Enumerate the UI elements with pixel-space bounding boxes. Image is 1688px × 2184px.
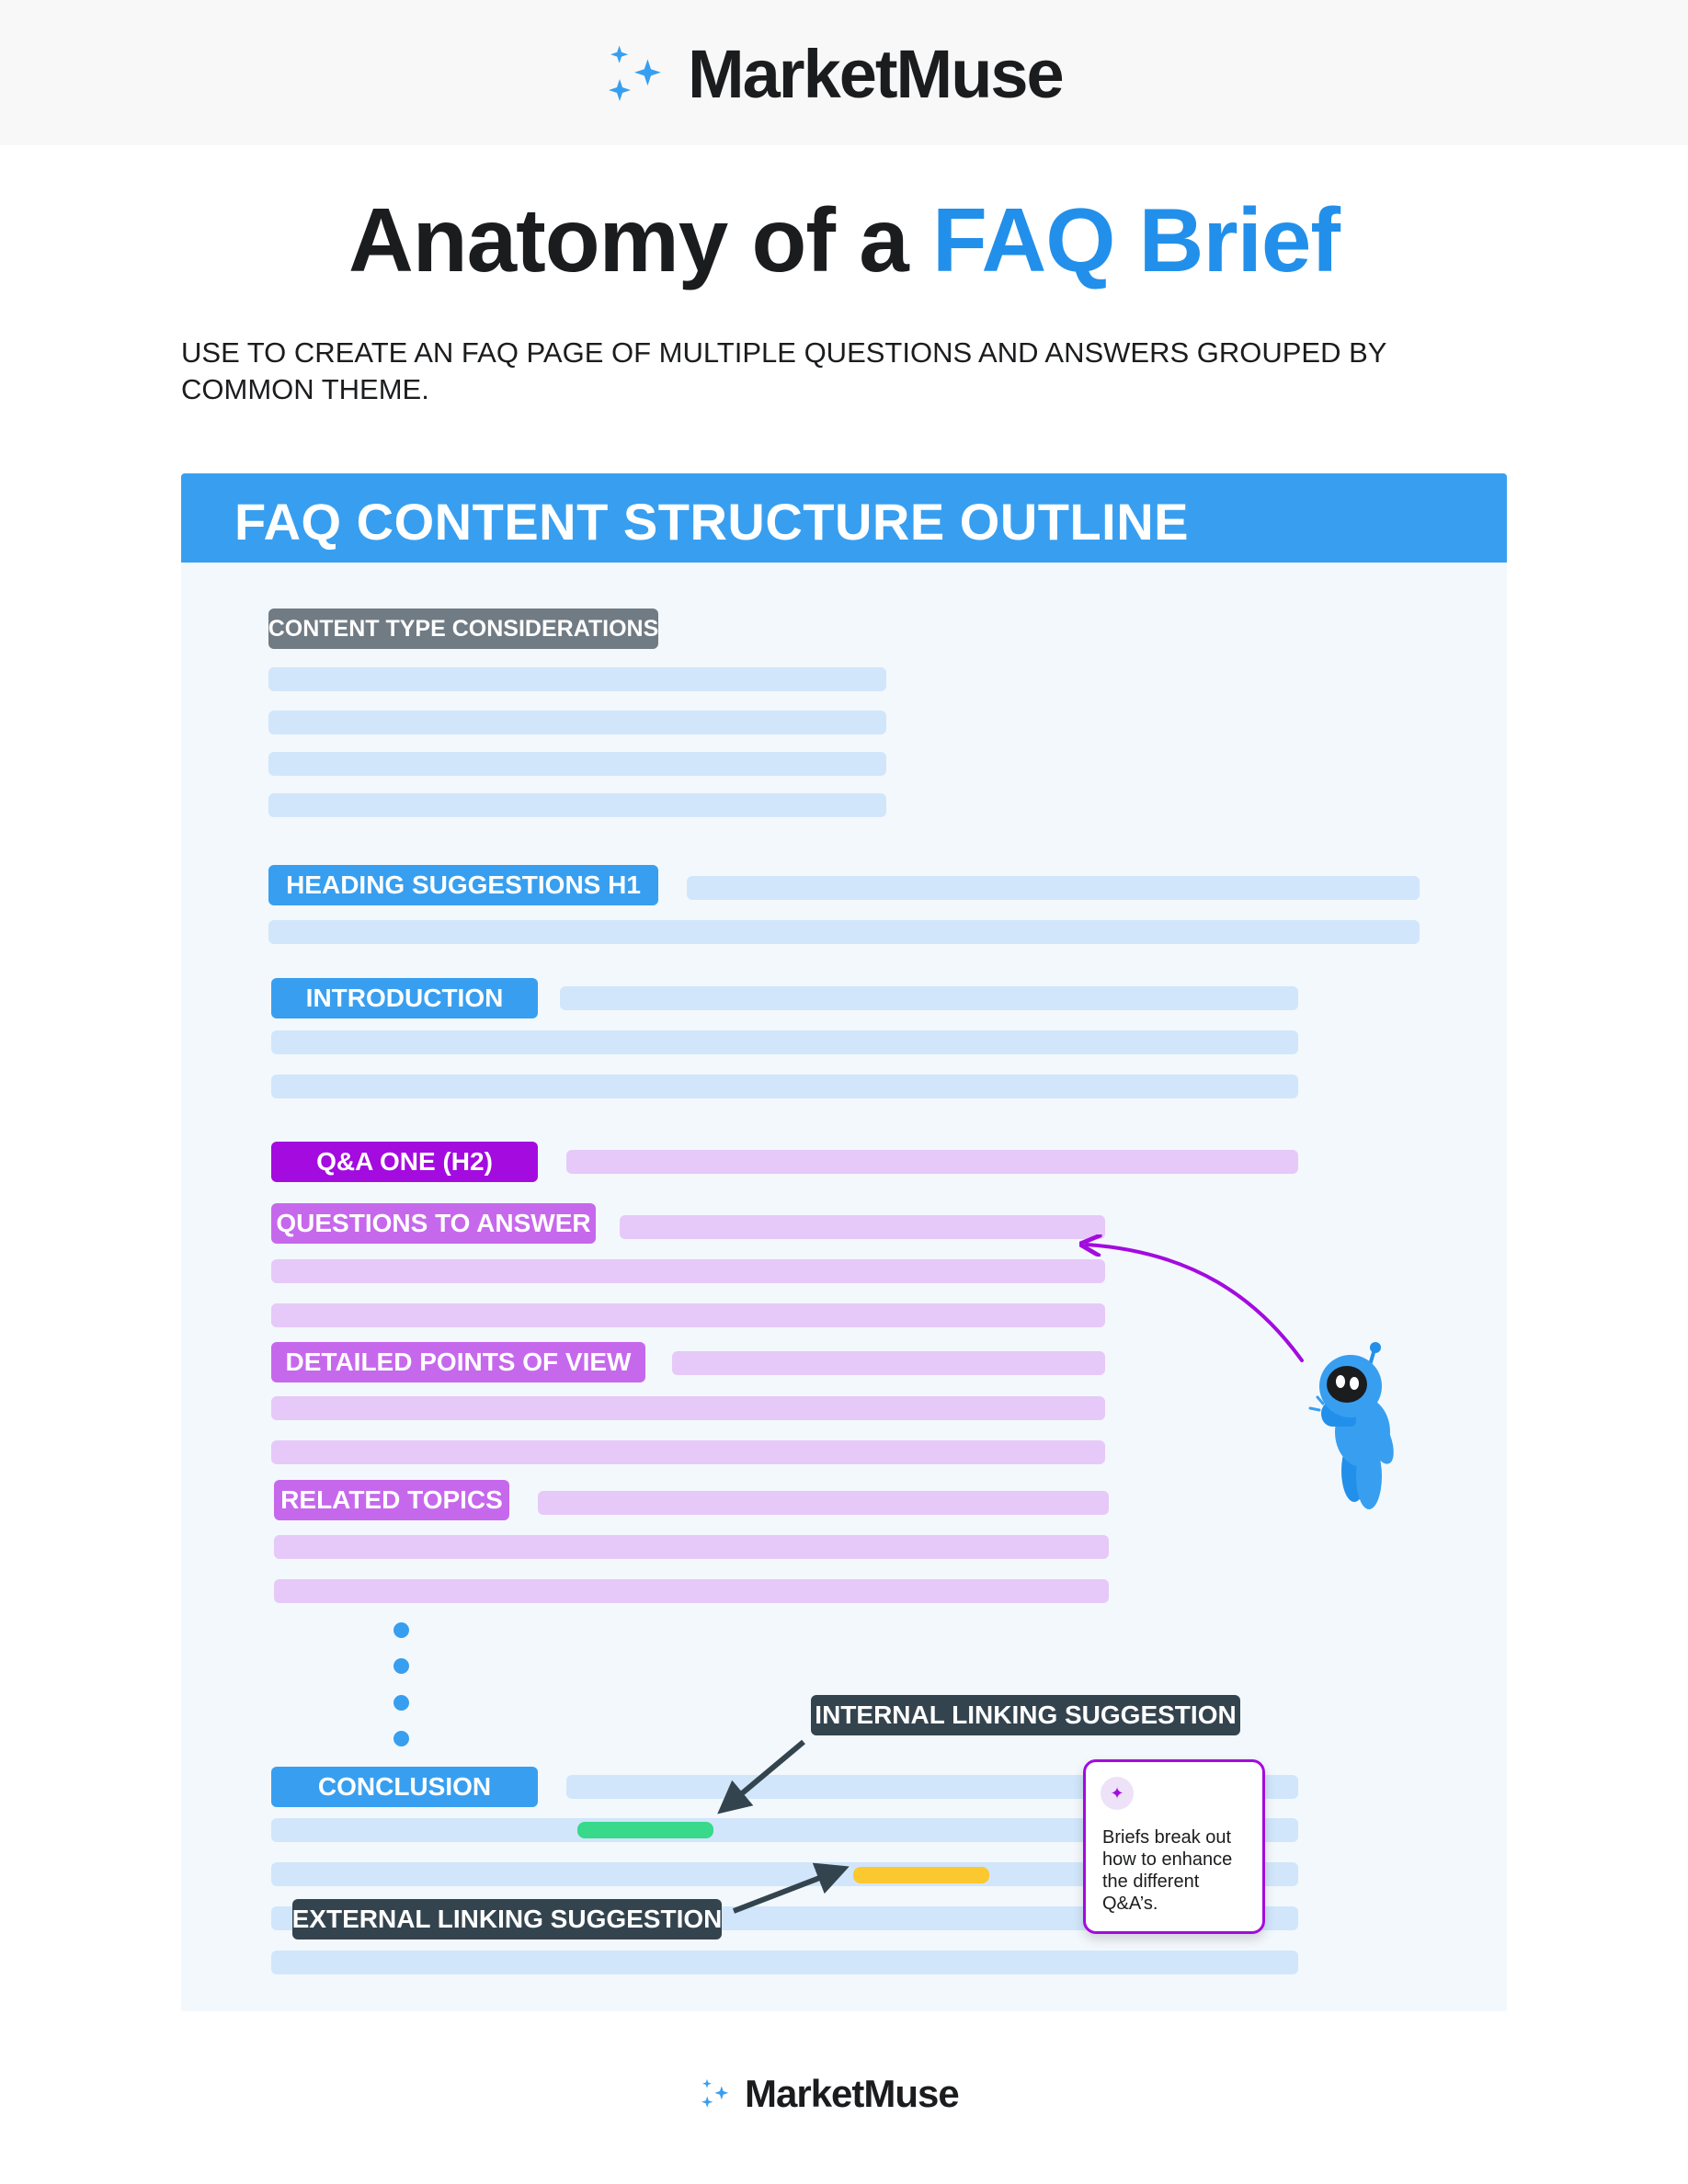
page-subtitle: USE TO CREATE AN FAQ PAGE OF MULTIPLE QU…	[181, 336, 1386, 405]
callout-arrow	[1087, 1245, 1304, 1362]
placeholder-line	[271, 1259, 1105, 1283]
placeholder-line	[620, 1215, 1105, 1239]
title-highlight: FAQ Brief	[932, 189, 1340, 290]
tag-points-of-view: DETAILED POINTS OF VIEW	[271, 1342, 645, 1382]
title-prefix: Anatomy of a	[348, 189, 932, 290]
footer-brand-name: MarketMuse	[745, 2072, 960, 2115]
placeholder-line	[271, 1075, 1298, 1098]
outline-panel: CONTENT TYPE CONSIDERATIONS HEADING SUGG…	[181, 563, 1507, 2011]
tag-introduction: INTRODUCTION	[271, 978, 538, 1018]
placeholder-line	[271, 1303, 1105, 1327]
external-link-arrow	[732, 1862, 850, 1914]
header-band	[0, 0, 1688, 145]
placeholder-line	[268, 752, 886, 776]
brand-name: MarketMuse	[688, 36, 1065, 112]
continuation-dot	[393, 1695, 409, 1711]
outline-heading: FAQ CONTENT STRUCTURE OUTLINE	[234, 493, 1190, 551]
placeholder-line	[268, 667, 886, 691]
placeholder-line	[560, 986, 1298, 1010]
placeholder-line	[271, 1396, 1105, 1420]
header-logo: MarketMuse	[607, 35, 1065, 113]
continuation-dot	[393, 1622, 409, 1638]
placeholder-line	[538, 1491, 1109, 1515]
external-link-highlight	[853, 1867, 989, 1883]
tag-related-topics: RELATED TOPICS	[274, 1480, 509, 1520]
sparkles-icon: ✦	[1101, 1777, 1134, 1810]
footer-logo: MarketMuse	[701, 2072, 960, 2116]
placeholder-line	[687, 876, 1420, 900]
internal-link-highlight	[577, 1822, 713, 1838]
placeholder-line	[672, 1351, 1105, 1375]
page-title: Anatomy of a FAQ Brief	[0, 188, 1688, 292]
placeholder-line	[274, 1535, 1109, 1559]
tag-heading-suggestions: HEADING SUGGESTIONS H1	[268, 865, 658, 905]
callout-text: Briefs break out how to enhance the diff…	[1102, 1827, 1233, 1914]
tag-qa-one: Q&A ONE (H2)	[271, 1142, 538, 1182]
placeholder-line	[268, 711, 886, 734]
placeholder-line	[271, 1951, 1298, 1974]
continuation-dot	[393, 1658, 409, 1674]
tag-internal-linking: INTERNAL LINKING SUGGESTION	[811, 1695, 1240, 1735]
tag-conclusion: CONCLUSION	[271, 1767, 538, 1807]
placeholder-line	[271, 1440, 1105, 1464]
placeholder-line	[268, 920, 1420, 944]
placeholder-line	[274, 1579, 1109, 1603]
outline-banner: FAQ CONTENT STRUCTURE OUTLINE	[181, 473, 1507, 563]
placeholder-line	[566, 1150, 1298, 1174]
continuation-dot	[393, 1731, 409, 1746]
sparkles-icon	[701, 2078, 729, 2108]
internal-link-arrow	[717, 1739, 805, 1814]
placeholder-line	[271, 1030, 1298, 1054]
robot-mascot-icon	[1308, 1342, 1394, 1509]
sparkles-icon	[609, 45, 661, 101]
tag-questions-to-answer: QUESTIONS TO ANSWER	[271, 1203, 596, 1244]
annotation-arrows	[717, 563, 1304, 1914]
tag-external-linking: EXTERNAL LINKING SUGGESTION	[292, 1899, 722, 1939]
placeholder-line	[268, 793, 886, 817]
brief-callout: ✦ Briefs break out how to enhance the di…	[1083, 1759, 1265, 1934]
tag-content-type: CONTENT TYPE CONSIDERATIONS	[268, 609, 658, 649]
